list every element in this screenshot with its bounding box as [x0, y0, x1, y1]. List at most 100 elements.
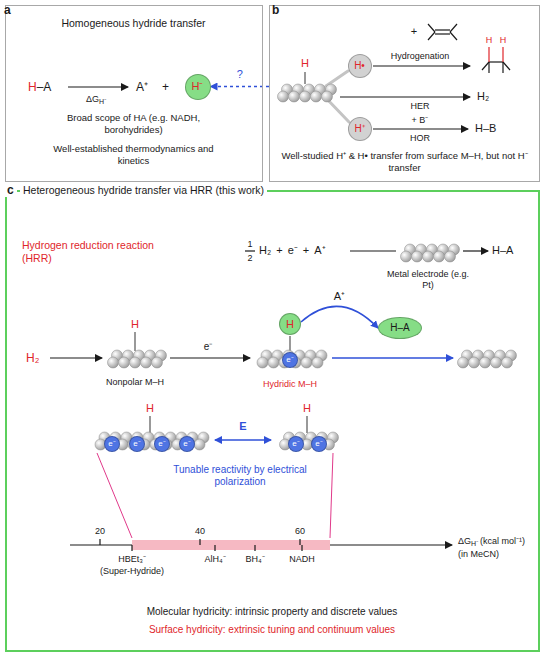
- polarization-leaders: [97, 453, 333, 538]
- surface-hydrogen: H: [131, 318, 139, 331]
- drawing-stroke: [488, 62, 489, 73]
- metal-atom: [257, 357, 268, 368]
- metal-atom: [469, 357, 480, 368]
- panel-letter: c: [4, 183, 17, 197]
- reagent-marker: BH₄⁻: [245, 554, 264, 565]
- node-text: e⁻: [315, 440, 322, 448]
- drawing-stroke: [99, 539, 100, 545]
- drawing-stroke: [50, 357, 102, 358]
- reaction-name: Hydrogenation: [391, 51, 450, 62]
- drawing-stroke: [450, 24, 457, 32]
- summary-line: Molecular hydricity: intrinsic property …: [147, 606, 398, 618]
- edge-label: ?: [234, 68, 246, 81]
- surface-hydrogen: H: [303, 402, 311, 415]
- reagent-marker: HBEt₃⁻: [118, 554, 146, 565]
- panel-box: Heterogeneous hydride transfer via HRR (…: [5, 190, 540, 652]
- axis-tick-label: 60: [295, 526, 305, 537]
- chemical-formula: A⁺: [136, 80, 148, 94]
- drawing-stroke: [450, 32, 457, 40]
- metal-atom: [130, 357, 141, 368]
- energy-symbol: ΔG: [86, 94, 99, 105]
- hydrogen-atom-circle: H•: [348, 54, 372, 78]
- drawing-stroke: [428, 32, 435, 40]
- drawing-stroke: [214, 545, 215, 551]
- drawing-stroke: [502, 47, 503, 62]
- reagent-marker: AlH₄⁻: [204, 554, 225, 565]
- metal-atom: [502, 357, 513, 368]
- state-label: Nonpolar M–H: [106, 377, 164, 388]
- metal-atom: [445, 251, 456, 262]
- hydride-transfer-arrow: [301, 306, 378, 328]
- panel-title: Homogeneous hydride transfer: [61, 17, 205, 30]
- axis-tick-label: 40: [195, 526, 205, 537]
- drawing-stroke: [482, 62, 489, 70]
- node-text: H⁻: [192, 81, 204, 92]
- drawing-stroke: [340, 96, 470, 97]
- drawing-stroke: [306, 416, 308, 433]
- panel-letter: b: [272, 3, 279, 17]
- drawing-stroke: [428, 24, 435, 32]
- plus-sign: +: [276, 244, 282, 257]
- panel-note: Well-studied H⁺ & H• transfer from surfa…: [280, 150, 530, 173]
- surface-hydrogen: H: [146, 402, 154, 415]
- hydrogen-atom: H: [500, 35, 507, 46]
- node-text: H–A: [390, 323, 409, 333]
- metal-atom: [412, 251, 423, 262]
- electron-symbol: e⁻: [204, 341, 213, 353]
- summary-line: Surface hydricity: extrinsic tuning and …: [149, 624, 395, 636]
- panel-title: Heterogeneous hydride transfer via HRR (…: [20, 184, 267, 197]
- drawing-stroke: [170, 357, 250, 358]
- drawing-stroke: [149, 416, 151, 433]
- alkane-structure: [482, 47, 510, 73]
- field-symbol: E: [239, 420, 246, 433]
- drawing-stroke: [489, 61, 503, 62]
- hydride-transfer-arrow: [211, 86, 270, 88]
- drawing-stroke: [488, 47, 489, 62]
- metal-atom: [152, 357, 163, 368]
- node-text: e⁻: [108, 440, 115, 448]
- electrode-label: Metal electrode (e.g. Pt): [383, 269, 473, 291]
- drawing-stroke: [301, 545, 302, 551]
- plus-sign: +: [411, 25, 417, 38]
- plus-sign: +: [303, 244, 309, 257]
- tuning-note: Tunable reactivity by electrical polariz…: [165, 464, 315, 488]
- electron-circle: e⁻: [104, 436, 120, 452]
- metal-atom: [312, 357, 323, 368]
- edge-label: A⁺: [331, 290, 348, 303]
- chemical-formula: H–A: [492, 244, 513, 257]
- surface-hydrogen: H: [301, 57, 309, 70]
- fraction-number: 2: [247, 253, 252, 264]
- metal-atom: [194, 439, 205, 450]
- drawing-stroke: [326, 71, 348, 86]
- chemical-formula: H–B: [475, 122, 496, 135]
- electron-circle: e⁻: [288, 436, 304, 452]
- state-label: Hydridic M–H: [263, 379, 317, 390]
- drawing-stroke: [254, 545, 255, 551]
- drawing-stroke: [199, 539, 200, 545]
- node-text: H•: [354, 61, 365, 71]
- drawing-stroke: [463, 250, 488, 251]
- metal-atom: [119, 357, 130, 368]
- drawing-stroke: [245, 250, 255, 251]
- metal-atom: [434, 251, 445, 262]
- electron-circle: e⁻: [179, 436, 195, 452]
- node-text: e⁻: [286, 356, 293, 364]
- energy-subscript: H⁻: [99, 98, 106, 106]
- drawing-stroke: [299, 539, 300, 545]
- electron-circle: e⁻: [282, 352, 298, 368]
- node-text: e⁻: [158, 440, 165, 448]
- metal-atom: [311, 91, 322, 102]
- metal-atom: [401, 251, 412, 262]
- hydride-circle: H⁻: [185, 74, 211, 100]
- metal-atom: [480, 357, 491, 368]
- chemical-formula: –A: [37, 80, 52, 94]
- reagent-marker: (Super-Hydride): [100, 566, 164, 577]
- node-text: e⁻: [133, 440, 140, 448]
- fraction-number: 1: [247, 239, 252, 250]
- axis-title: ΔG: [458, 536, 471, 547]
- drawing-stroke: [215, 439, 271, 441]
- hydrogen-atom: H: [486, 35, 493, 46]
